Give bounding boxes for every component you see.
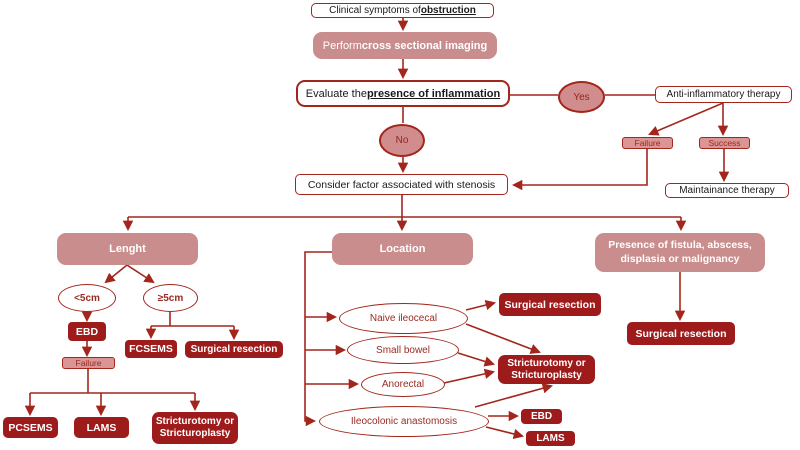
- evaluate-emphasis: presence of inflammation: [366, 87, 501, 100]
- node-ge5cm: ≥5cm: [143, 284, 198, 312]
- node-fcsems: FCSEMS: [125, 340, 177, 358]
- fistula-header-label: Presence of fistula, abscess, displasia …: [608, 239, 752, 265]
- surgical-resection-location-label: Surgical resection: [504, 298, 596, 311]
- node-anorectal: Anorectal: [361, 372, 445, 397]
- stricturotomy-length-label: Stricturotomy or Stricturoplasty: [155, 416, 235, 439]
- clinical-symptoms-text: Clinical symptoms of: [329, 5, 421, 16]
- lt5cm-label: <5cm: [74, 292, 100, 304]
- stricturotomy-location-label: Stricturotomy or Stricturoplasty: [507, 357, 586, 381]
- consider-label: Consider factor associated with stenosis: [307, 178, 496, 191]
- connector-length-to-ge5: [126, 264, 155, 284]
- small-bowel-label: Small bowel: [376, 344, 430, 356]
- evaluate-text: Evaluate the: [305, 87, 367, 100]
- node-maintenance-therapy: Maintainance therapy: [665, 183, 789, 198]
- maintenance-label: Maintainance therapy: [679, 185, 775, 196]
- node-failure-anti: Failure: [622, 137, 673, 149]
- location-header-label: Location: [379, 243, 426, 255]
- node-evaluate-inflammation: Evaluate the presence of inflammation: [296, 80, 510, 107]
- connector-naive-to-surgical: [465, 299, 497, 311]
- node-pcsems: PCSEMS: [3, 417, 58, 438]
- connector-failure-to-consider: [511, 149, 648, 191]
- no-label: No: [395, 135, 409, 146]
- ebd-length-label: EBD: [75, 325, 99, 338]
- connector-smallbowel-to-stricturotomy: [457, 352, 495, 367]
- connector-location-rail: [304, 251, 332, 427]
- node-location-header: Location: [332, 233, 473, 265]
- anorectal-label: Anorectal: [381, 379, 425, 390]
- node-clinical-symptoms: Clinical symptoms of obstruction: [311, 3, 494, 18]
- failure-anti-label: Failure: [634, 138, 661, 148]
- node-small-bowel: Small bowel: [347, 336, 459, 364]
- ileocolonic-anastomosis-label: Ileocolonic anastomosis: [350, 416, 458, 427]
- clinical-symptoms-emphasis: obstruction: [420, 5, 476, 16]
- connector-failure2-split: [30, 369, 195, 394]
- node-length-header: Lenght: [57, 233, 198, 265]
- ebd-location-label: EBD: [530, 411, 553, 422]
- node-success: Success: [699, 137, 750, 149]
- connector-anti-to-failure: [648, 102, 724, 136]
- connector-naive-to-stricturotomy: [465, 323, 541, 354]
- node-failure-ebd: Failure: [62, 357, 115, 369]
- node-surgical-resection-fistula: Surgical resection: [627, 322, 735, 345]
- naive-ileocecal-label: Naive ileocecal: [369, 313, 438, 324]
- node-perform-imaging: Perform cross sectional imaging: [313, 32, 497, 59]
- ge5cm-label: ≥5cm: [157, 292, 184, 304]
- anti-inflammatory-label: Anti-inflammatory therapy: [666, 89, 781, 100]
- surgical-resection-fistula-label: Surgical resection: [635, 327, 727, 340]
- node-surgical-resection-length: Surgical resection: [185, 341, 283, 358]
- node-anti-inflammatory-therapy: Anti-inflammatory therapy: [655, 86, 792, 103]
- connector-length-to-lt5: [104, 264, 128, 284]
- node-stricturotomy-location: Stricturotomy or Stricturoplasty: [498, 355, 595, 384]
- fcsems-label: FCSEMS: [129, 343, 173, 355]
- node-naive-ileocecal: Naive ileocecal: [339, 303, 468, 334]
- node-lt5cm: <5cm: [58, 284, 116, 312]
- node-lams-location: LAMS: [526, 431, 575, 446]
- node-surgical-resection-location: Surgical resection: [499, 293, 601, 316]
- node-lams-length: LAMS: [74, 417, 129, 438]
- connector-ileocolonic-to-stricturotomy: [474, 383, 554, 408]
- connector-consider-split: [128, 195, 681, 218]
- pcsems-label: PCSEMS: [8, 421, 53, 434]
- node-stricturotomy-length: Stricturotomy or Stricturoplasty: [152, 412, 238, 444]
- connector-ge5-split: [151, 312, 234, 327]
- node-yes: Yes: [558, 81, 605, 113]
- surgical-resection-length-label: Surgical resection: [190, 344, 278, 355]
- node-ebd-location: EBD: [521, 409, 562, 424]
- node-ileocolonic-anastomosis: Ileocolonic anastomosis: [319, 406, 489, 437]
- failure-ebd-label: Failure: [75, 358, 102, 368]
- node-consider-stenosis: Consider factor associated with stenosis: [295, 174, 508, 195]
- connector-ileocolonic-to-lams: [485, 426, 525, 440]
- perform-imaging-text: Perform: [322, 39, 362, 52]
- length-header-label: Lenght: [109, 243, 146, 255]
- node-no: No: [379, 124, 425, 157]
- yes-label: Yes: [573, 91, 590, 103]
- lams-length-label: LAMS: [86, 421, 117, 434]
- perform-imaging-emphasis: cross sectional imaging: [361, 39, 488, 52]
- lams-location-label: LAMS: [536, 433, 565, 444]
- success-label: Success: [708, 138, 741, 148]
- node-fistula-header: Presence of fistula, abscess, displasia …: [595, 233, 765, 272]
- node-ebd-length: EBD: [68, 322, 106, 341]
- connector-anorectal-to-stricturotomy: [443, 368, 496, 384]
